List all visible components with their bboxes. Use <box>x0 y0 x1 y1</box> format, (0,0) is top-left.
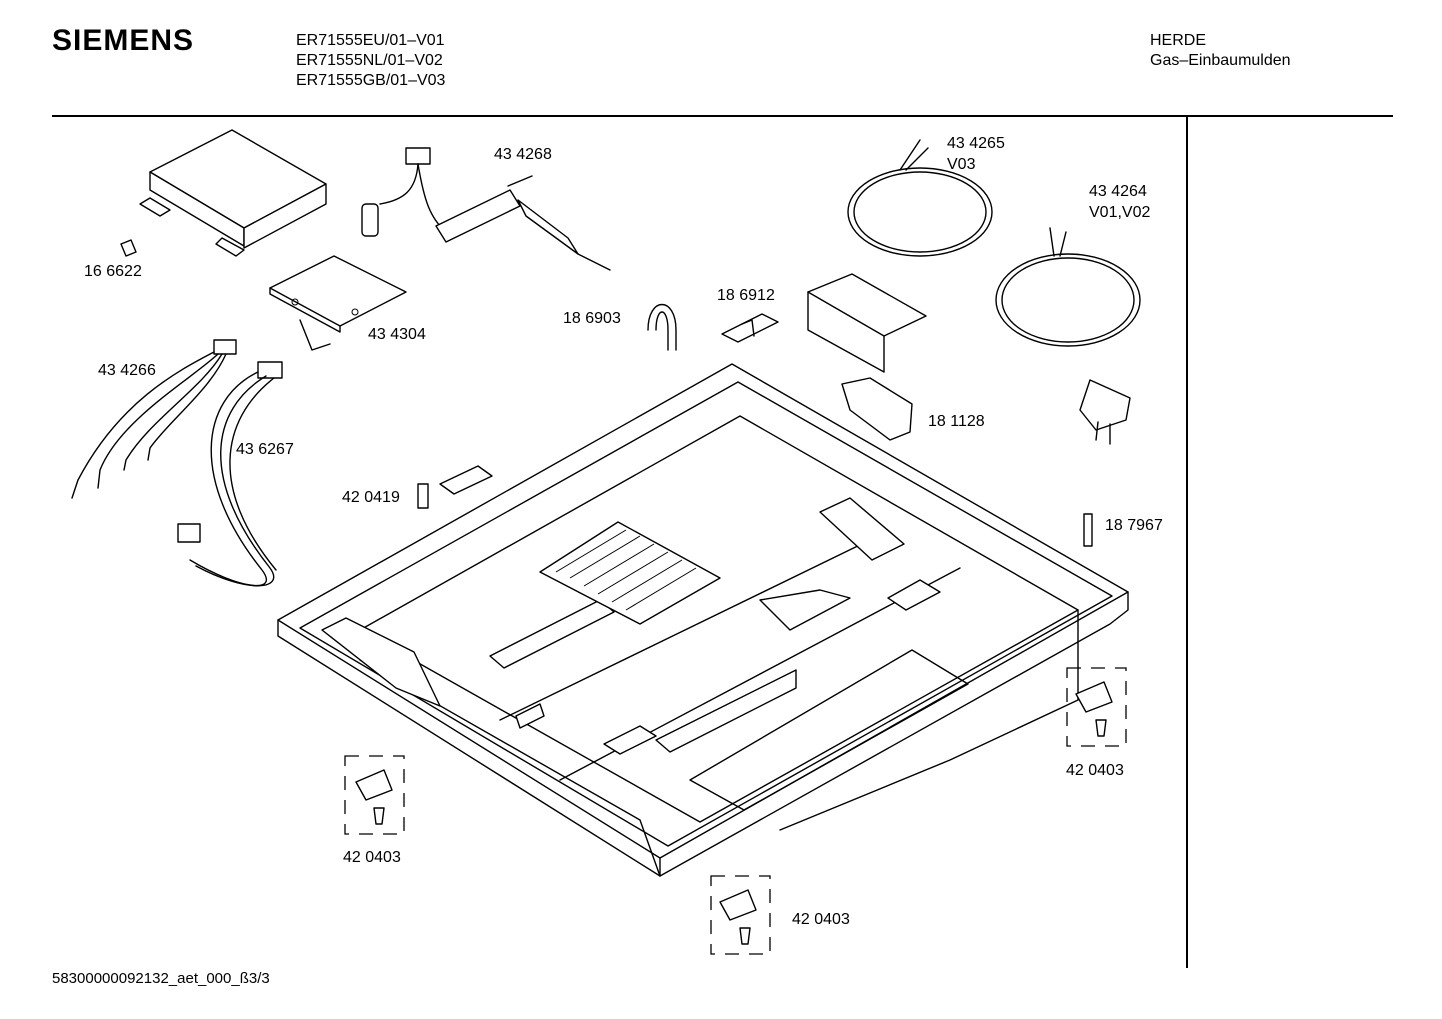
spring-420419 <box>417 483 429 509</box>
part-label-434268: 43 4268 <box>494 146 552 163</box>
part-label-420403-left: 42 0403 <box>343 849 401 866</box>
cover-plate <box>807 273 927 373</box>
bolt-187967 <box>1083 513 1093 547</box>
part-label-434304: 43 4304 <box>368 326 426 343</box>
part-variant-434264: V01,V02 <box>1089 204 1151 221</box>
part-label-181128: 18 1128 <box>928 413 985 430</box>
part-label-186912: 18 6912 <box>717 287 775 304</box>
brand-logo: SIEMENS <box>52 24 195 57</box>
model-number: ER71555EU/01–V01 <box>296 32 445 49</box>
control-box-cover <box>139 129 327 257</box>
part-variant-434265: V03 <box>947 156 976 173</box>
igniter-181128 <box>841 377 913 441</box>
part-label-434265: 43 4265 <box>947 135 1005 152</box>
category-subtitle: Gas–Einbaumulden <box>1150 52 1291 69</box>
part-label-420403-bottom: 42 0403 <box>792 911 850 928</box>
part-label-436267: 43 6267 <box>236 441 294 458</box>
clamp-186903 <box>647 303 677 351</box>
part-label-420403-right: 42 0403 <box>1066 762 1124 779</box>
clip-166622 <box>120 239 137 257</box>
hob-tray <box>277 363 1129 877</box>
bracket-186912 <box>721 313 779 343</box>
part-label-420419: 42 0419 <box>342 489 400 506</box>
model-list: ER71555EU/01–V01 ER71555NL/01–V02 ER7155… <box>296 31 445 91</box>
part-label-166622: 16 6622 <box>84 263 142 280</box>
circuit-board <box>269 255 407 351</box>
model-number: ER71555GB/01–V03 <box>296 72 446 89</box>
header-divider <box>52 115 1393 117</box>
screw-kit-left <box>344 755 405 835</box>
bracket-left-upper <box>439 465 493 495</box>
cable-434265 <box>847 139 993 257</box>
harness-434268 <box>361 147 611 271</box>
category-title: HERDE <box>1150 32 1207 49</box>
cable-434264 <box>995 227 1141 445</box>
part-label-434266: 43 4266 <box>98 362 156 379</box>
screw-kit-right <box>1066 667 1127 747</box>
harness-434266 <box>71 339 237 499</box>
document-id: 58300000092132_aet_000_ß3/3 <box>52 970 270 987</box>
part-label-186903: 18 6903 <box>563 310 621 327</box>
screw-kit-bottom <box>710 875 771 955</box>
bracket-mid <box>515 497 941 755</box>
model-number: ER71555NL/01–V02 <box>296 52 443 69</box>
product-category: HERDE Gas–Einbaumulden <box>1150 31 1291 71</box>
ribbon-cable-436267 <box>177 361 283 587</box>
side-divider <box>1186 116 1188 968</box>
part-label-187967: 18 7967 <box>1105 517 1163 534</box>
part-label-434264: 43 4264 <box>1089 183 1147 200</box>
